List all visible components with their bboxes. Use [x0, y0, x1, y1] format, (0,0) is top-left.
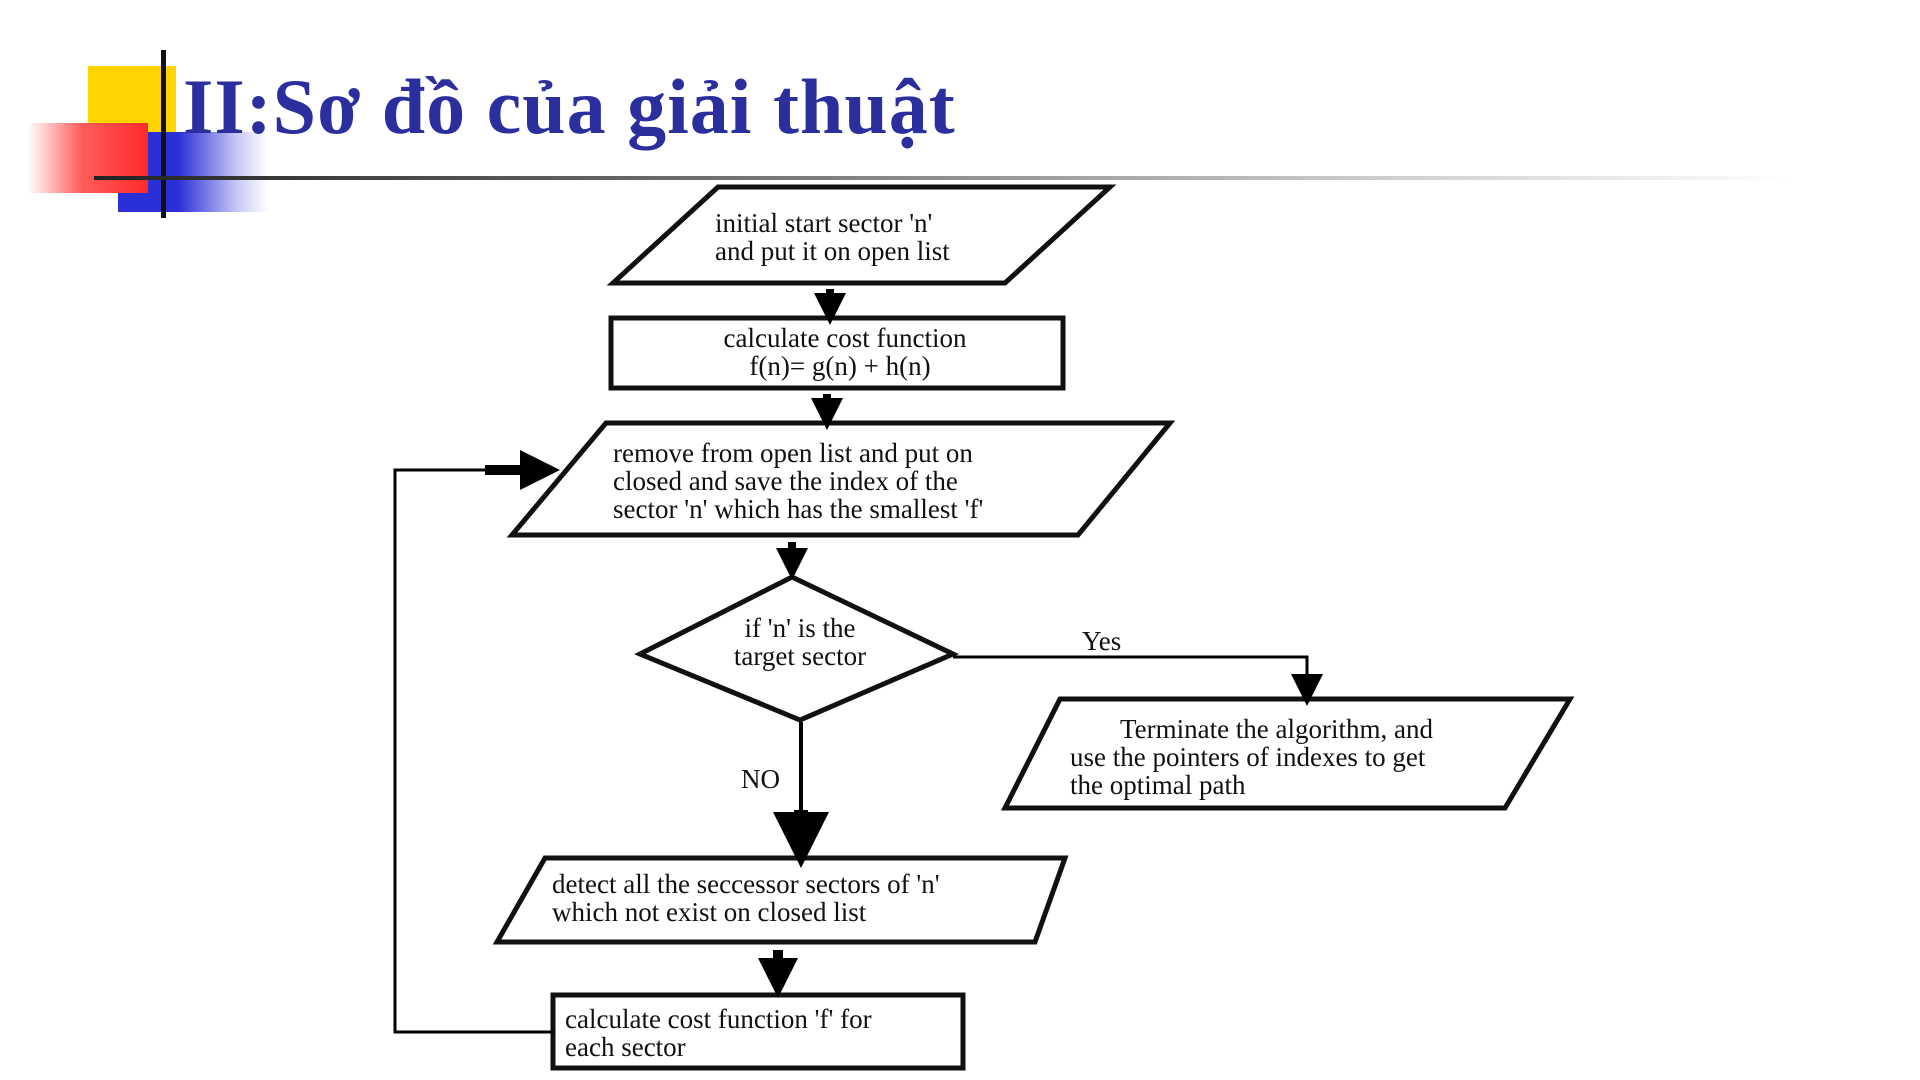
- title-underline: [94, 176, 1794, 180]
- calc-each-line-2: each sector: [565, 1032, 686, 1062]
- start-line-1: initial start sector 'n': [715, 208, 932, 238]
- remove-line-1: remove from open list and put on: [613, 438, 973, 468]
- calc-cost-line-2: f(n)= g(n) + h(n): [749, 351, 930, 381]
- terminate-line-1: Terminate the algorithm, and: [1120, 714, 1434, 744]
- slide-title: II:Sơ đồ của giải thuật: [183, 63, 956, 150]
- deco-red-bar: [28, 123, 148, 193]
- deco-vertical-line: [161, 50, 166, 218]
- line-loop-back: [393, 468, 553, 1034]
- start-line-2: and put it on open list: [715, 236, 950, 266]
- detect-line-1: detect all the seccessor sectors of 'n': [552, 869, 940, 899]
- detect-line-2: which not exist on closed list: [552, 897, 867, 927]
- remove-line-3: sector 'n' which has the smallest 'f': [613, 494, 983, 524]
- no-label: NO: [741, 764, 780, 794]
- connectors: [393, 289, 1323, 1034]
- remove-parallelogram: [506, 420, 1176, 538]
- calc-cost-box: [608, 315, 1066, 391]
- decision-line-1: if 'n' is the: [745, 613, 856, 643]
- terminate-line-2: use the pointers of indexes to get: [1070, 742, 1426, 772]
- decision-line-2: target sector: [734, 641, 866, 671]
- terminate-line-3: the optimal path: [1070, 770, 1246, 800]
- yes-label: Yes: [1082, 626, 1121, 656]
- terminate-parallelogram: [1000, 696, 1575, 811]
- calc-each-line-1: calculate cost function 'f' for: [565, 1004, 872, 1034]
- calc-cost-line-1: calculate cost function: [724, 323, 967, 353]
- start-parallelogram: [606, 184, 1117, 286]
- decision-diamond: [634, 574, 960, 723]
- detect-parallelogram: [492, 855, 1069, 945]
- line-yes-branch: [953, 655, 1309, 680]
- remove-line-2: closed and save the index of the: [613, 466, 958, 496]
